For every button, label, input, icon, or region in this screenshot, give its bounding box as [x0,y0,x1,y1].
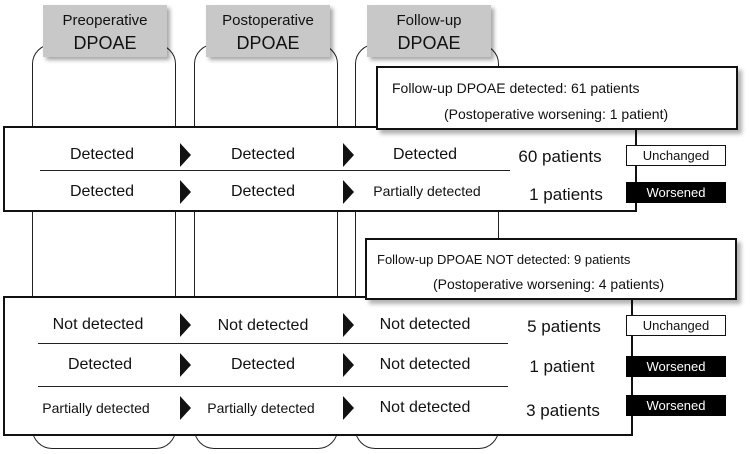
g1r2-pre: Detected [69,183,135,200]
g2r3-count: 3 patients [526,401,600,420]
g1r2-follow: Partially detected [373,183,481,199]
arrow-right-icon [180,313,191,337]
callout-detected: Follow-up DPOAE detected: 61 patients (P… [376,66,738,130]
g1r1-count: 60 patients [518,147,602,166]
g1r2-post: Detected [230,183,296,200]
arrow-right-icon [343,353,354,377]
g2r3-pre: Partially detected [42,400,150,416]
g2r2-pre: Detected [67,356,133,373]
g2r3-post: Partially detected [207,400,315,416]
header-postoperative-line2: DPOAE [236,33,300,53]
g1r1-post: Detected [230,146,296,163]
arrow-right-icon [343,396,354,420]
g2r2-count: 1 patient [529,357,595,376]
g1r2-count: 1 patients [529,185,603,204]
arrow-right-icon [343,313,354,337]
arrow-right-icon [180,353,191,377]
header-follow-up-line1: Follow-up [396,12,462,29]
callout-detected-line2: (Postoperative worsening: 1 patient) [444,106,669,122]
group2-divider-1 [38,343,508,344]
arrow-right-icon [180,180,191,204]
callout-not-detected-line2: (Postoperative worsening: 4 patients) [433,276,665,292]
status-badge-worsened: Worsened [626,395,726,416]
header-postoperative-line1: Postoperative [222,12,314,29]
g2r1-count: 5 patients [527,317,601,336]
header-preoperative-line2: DPOAE [73,33,137,53]
arrow-right-icon [343,180,354,204]
g1r1-follow: Detected [392,146,458,163]
g2r3-follow: Not detected [379,399,471,416]
g2r1-pre: Not detected [52,316,144,333]
header-preoperative-line1: Preoperative [62,12,148,29]
status-badge-unchanged: Unchanged [626,315,726,336]
status-badge-worsened: Worsened [626,182,726,203]
group2-divider-2 [38,386,508,387]
header-preoperative: Preoperative DPOAE [43,5,167,57]
g2r2-post: Detected [230,356,296,373]
callout-detected-line1: Follow-up DPOAE detected: 61 patients [392,80,640,96]
g2r2-follow: Not detected [379,356,471,373]
group1-divider [40,170,510,171]
callout-not-detected-line1: Follow-up DPOAE NOT detected: 9 patients [377,252,631,267]
group-detected-box [3,126,637,212]
g2r1-follow: Not detected [379,316,471,333]
header-follow-up: Follow-up DPOAE [367,5,491,57]
arrow-right-icon [343,143,354,167]
g2r1-post: Not detected [217,317,309,334]
status-badge-unchanged: Unchanged [626,145,726,166]
arrow-right-icon [180,143,191,167]
header-postoperative: Postoperative DPOAE [206,5,330,57]
header-follow-up-line2: DPOAE [397,33,461,53]
arrow-right-icon [180,396,191,420]
g1r1-pre: Detected [69,146,135,163]
callout-not-detected: Follow-up DPOAE NOT detected: 9 patients… [365,238,737,300]
status-badge-worsened: Worsened [626,356,726,377]
group-not-detected-box [3,296,633,436]
